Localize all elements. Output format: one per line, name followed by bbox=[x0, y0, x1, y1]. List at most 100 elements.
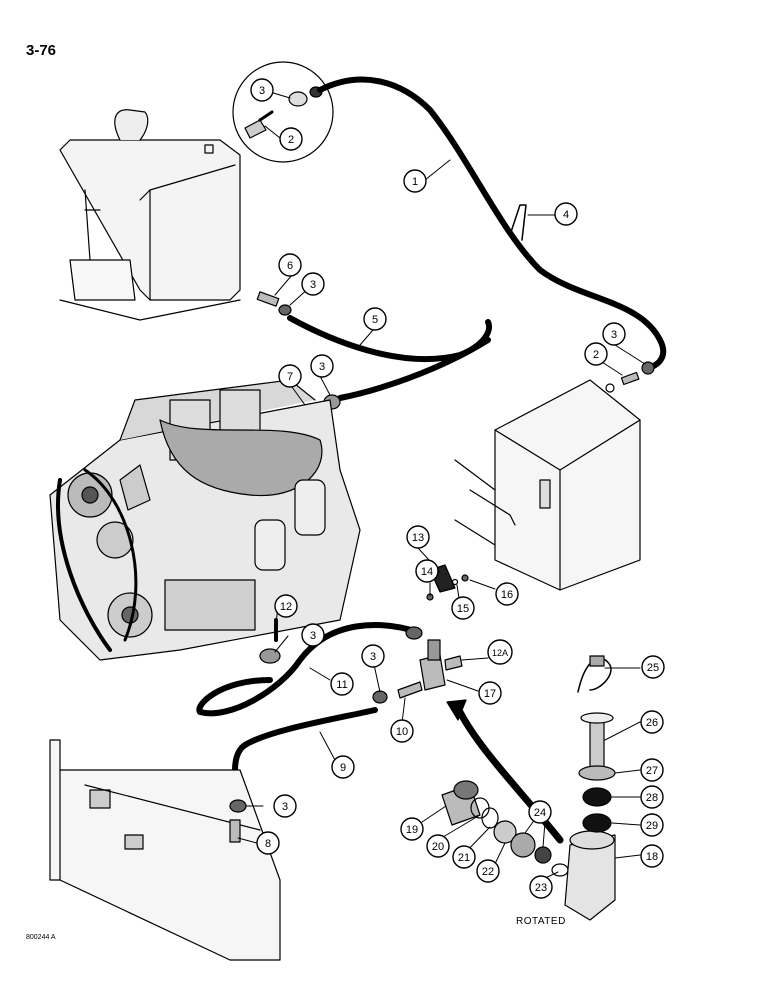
callout-circle bbox=[406, 525, 430, 549]
callout-label: 6 bbox=[287, 260, 293, 272]
callout-c3c: 3 bbox=[602, 322, 626, 346]
callout-label: 24 bbox=[534, 807, 546, 819]
callout-c26: 26 bbox=[640, 710, 664, 734]
callout-circle bbox=[426, 834, 450, 858]
callout-label: 22 bbox=[482, 866, 494, 878]
callout-label: 17 bbox=[484, 688, 496, 700]
callout-circle bbox=[273, 794, 297, 818]
callout-label: 2 bbox=[593, 349, 599, 361]
rotated-note: ROTATED bbox=[516, 916, 566, 927]
footer-code: 800244 A bbox=[26, 934, 56, 941]
callout-c2a: 2 bbox=[279, 127, 303, 151]
callout-label: 15 bbox=[457, 603, 469, 615]
callout-label: 9 bbox=[340, 762, 346, 774]
callout-circle bbox=[274, 594, 298, 618]
callout-circle bbox=[363, 307, 387, 331]
callout-label: 7 bbox=[287, 371, 293, 383]
callout-c25: 25 bbox=[641, 655, 665, 679]
callout-circle bbox=[495, 582, 519, 606]
callout-c3g: 3 bbox=[273, 794, 297, 818]
callout-c24: 24 bbox=[528, 800, 552, 824]
right-tank bbox=[454, 379, 641, 591]
callout-circle bbox=[584, 342, 608, 366]
hose-9 bbox=[232, 707, 378, 803]
callout-label: 20 bbox=[432, 841, 444, 853]
callout-circle bbox=[452, 845, 476, 869]
callout-circle bbox=[602, 322, 626, 346]
callout-c13: 13 bbox=[406, 525, 430, 549]
callout-circle bbox=[640, 710, 664, 734]
callout-label: 19 bbox=[406, 824, 418, 836]
callout-c12a: 12A bbox=[487, 639, 513, 665]
callout-label: 3 bbox=[611, 329, 617, 341]
callout-circle bbox=[415, 559, 439, 583]
callout-label: 18 bbox=[646, 851, 658, 863]
callout-c2b: 2 bbox=[584, 342, 608, 366]
callout-c16: 16 bbox=[495, 582, 519, 606]
callout-circle bbox=[640, 813, 664, 837]
callout-c19: 19 bbox=[400, 817, 424, 841]
callout-label: 5 bbox=[372, 314, 378, 326]
hose-5 bbox=[287, 315, 492, 362]
hose-1 bbox=[317, 76, 667, 371]
callout-label: 28 bbox=[646, 792, 658, 804]
callout-label: 3 bbox=[319, 361, 325, 373]
callout-c6: 6 bbox=[278, 253, 302, 277]
callout-c3e: 3 bbox=[301, 623, 325, 647]
callout-label: 3 bbox=[310, 279, 316, 291]
relief-valve-parts bbox=[441, 655, 616, 921]
callout-label: 25 bbox=[647, 662, 659, 674]
callout-circle bbox=[310, 354, 334, 378]
callout-c20: 20 bbox=[426, 834, 450, 858]
direction-arrow bbox=[456, 708, 564, 844]
callout-circle bbox=[640, 758, 664, 782]
callout-label: 2 bbox=[288, 134, 294, 146]
callout-circle bbox=[451, 596, 475, 620]
callout-c18: 18 bbox=[640, 844, 664, 868]
callout-label: 4 bbox=[563, 209, 569, 221]
callout-label: 1 bbox=[412, 176, 418, 188]
callout-label: 11 bbox=[336, 679, 347, 691]
callout-label: 10 bbox=[396, 726, 408, 738]
callout-circle bbox=[554, 202, 578, 226]
callout-c5: 5 bbox=[363, 307, 387, 331]
callout-circle bbox=[330, 672, 354, 696]
callout-circle bbox=[529, 875, 553, 899]
callout-c28: 28 bbox=[640, 785, 664, 809]
callout-circle bbox=[361, 644, 385, 668]
callout-c12: 12 bbox=[274, 594, 298, 618]
callout-circle bbox=[528, 800, 552, 824]
callout-circle bbox=[476, 859, 500, 883]
callout-c3f: 3 bbox=[361, 644, 385, 668]
callout-circle bbox=[640, 844, 664, 868]
callout-c14: 14 bbox=[415, 559, 439, 583]
callout-c8: 8 bbox=[256, 831, 280, 855]
callout-c9: 9 bbox=[331, 755, 355, 779]
callout-label: 3 bbox=[370, 651, 376, 663]
callout-circle bbox=[331, 755, 355, 779]
callout-circle bbox=[487, 639, 513, 665]
callout-circle bbox=[641, 655, 665, 679]
callout-circle bbox=[278, 364, 302, 388]
callout-label: 21 bbox=[458, 852, 470, 864]
callout-c29: 29 bbox=[640, 813, 664, 837]
callout-circle bbox=[279, 127, 303, 151]
callout-c22: 22 bbox=[476, 859, 500, 883]
callout-label: 29 bbox=[646, 820, 658, 832]
callout-label: 12A bbox=[492, 648, 508, 658]
callout-circle bbox=[390, 719, 414, 743]
callout-c11: 11 bbox=[330, 672, 354, 696]
callout-circle bbox=[301, 272, 325, 296]
callout-label: 12 bbox=[280, 601, 292, 613]
clip-4 bbox=[509, 204, 527, 241]
callout-c3b: 3 bbox=[301, 272, 325, 296]
callout-label: 27 bbox=[646, 765, 658, 777]
callout-label: 23 bbox=[535, 882, 547, 894]
callout-label: 3 bbox=[259, 85, 265, 97]
callout-circle bbox=[250, 78, 274, 102]
callout-c23: 23 bbox=[529, 875, 553, 899]
callout-c3d: 3 bbox=[310, 354, 334, 378]
